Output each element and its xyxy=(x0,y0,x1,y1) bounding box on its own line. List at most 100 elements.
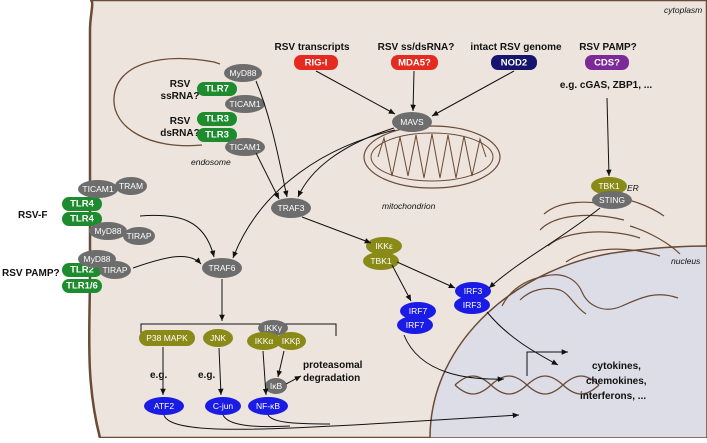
ikkg-oval xyxy=(258,320,288,336)
traf3-label: TRAF3 xyxy=(278,203,305,213)
myd88-endo-oval xyxy=(224,64,262,82)
rsv-transcripts-label: RSV transcripts xyxy=(274,42,349,53)
cjun-oval xyxy=(205,397,241,415)
traf3-oval xyxy=(271,198,311,218)
mavs-oval xyxy=(392,112,432,132)
p38-pill xyxy=(139,330,195,346)
tlr4b-label: TLR4 xyxy=(70,214,94,225)
rig-i-pill xyxy=(294,55,338,70)
tlr3b-label: TLR3 xyxy=(205,130,229,141)
rsv-f-label: RSV-F xyxy=(18,210,47,221)
ticam1-a-label: TICAM1 xyxy=(229,99,260,109)
er-label: ER xyxy=(627,183,639,193)
mitochondrion-label: mitochondrion xyxy=(382,201,436,211)
tlr4b-pill xyxy=(62,212,102,226)
mda5-label: MDA5? xyxy=(398,58,431,69)
ikkg-label: IKKγ xyxy=(264,323,283,333)
rsv-ssrna-label-2: ssRNA? xyxy=(161,91,200,102)
nucleus xyxy=(429,245,707,439)
ticam1-a-oval xyxy=(225,95,265,113)
branch-bracket xyxy=(140,323,337,336)
rsv-pamp-label: RSV PAMP? xyxy=(2,268,60,279)
eg-1: e.g. xyxy=(150,370,167,381)
output-chemokines: chemokines, xyxy=(586,376,647,387)
tlr3a-pill xyxy=(197,112,237,126)
tirap-tlr4-label: TIRAP xyxy=(126,231,151,241)
tlr16-label: TLR1/6 xyxy=(66,281,98,292)
tbk1-er-oval xyxy=(591,177,627,195)
tlr3b-pill xyxy=(197,128,237,142)
cjun-label: C-jun xyxy=(213,401,234,411)
atf2-label: ATF2 xyxy=(154,401,174,411)
nucleus-label: nucleus xyxy=(671,256,701,266)
cytoplasm-label: cytoplasm xyxy=(664,5,702,15)
tbk1-label: TBK1 xyxy=(370,256,392,266)
p38-label: P38 MAPK xyxy=(146,333,188,343)
dna-helix xyxy=(454,375,600,395)
irf3-a-oval xyxy=(455,282,491,300)
mavs-label: MAVS xyxy=(400,117,424,127)
tlr7-pill xyxy=(197,82,237,96)
ikb-oval xyxy=(265,378,287,394)
traf6-label: TRAF6 xyxy=(209,263,236,273)
irf3-b-label: IRF3 xyxy=(463,300,482,310)
traf6-oval xyxy=(202,258,242,278)
cds-pill xyxy=(585,55,629,70)
endoplasmic-reticulum xyxy=(501,195,681,315)
irf7-a-label: IRF7 xyxy=(409,306,428,316)
ikb-label: IκB xyxy=(270,381,283,391)
ticam1-b-label: TICAM1 xyxy=(229,142,260,152)
rsv-dsrna-label-2: dsRNA? xyxy=(160,128,199,139)
cgas-examples-label: e.g. cGAS, ZBP1, ... xyxy=(560,80,652,91)
tlr16-pill xyxy=(62,279,102,293)
rsv-ss-dsrna-label: RSV ss/dsRNA? xyxy=(378,42,455,53)
irf3-b-oval xyxy=(454,296,490,314)
cds-label: CDS? xyxy=(594,58,620,69)
myd88-tlr2-label: MyD88 xyxy=(84,254,111,264)
tbk1-oval xyxy=(363,252,399,270)
tlr4a-label: TLR4 xyxy=(70,199,94,210)
tirap-tlr4-oval xyxy=(123,227,155,245)
jnk-label: JNK xyxy=(210,333,226,343)
irf7-b-oval xyxy=(397,316,433,334)
ikkb-oval xyxy=(276,332,306,350)
myd88-tlr4-oval xyxy=(89,222,127,240)
tlr4a-pill xyxy=(62,197,102,211)
tlr2-label: TLR2 xyxy=(70,265,94,276)
tram-label: TRAM xyxy=(119,181,143,191)
ticam1-pm-label: TICAM1 xyxy=(82,184,113,194)
irf7-b-label: IRF7 xyxy=(406,320,425,330)
ikka-label: IKKα xyxy=(255,336,274,346)
rsv-ssrna-label: RSV xyxy=(170,79,191,90)
tram-oval xyxy=(115,177,147,195)
rsv-pamp-top-label: RSV PAMP? xyxy=(579,42,637,53)
rsv-dsrna-label: RSV xyxy=(170,116,191,127)
ikkb-label: IKKβ xyxy=(282,336,301,346)
ticam1-b-oval xyxy=(225,138,265,156)
tlr7-label: TLR7 xyxy=(205,84,229,95)
mitochondrion xyxy=(363,125,501,189)
nod2-label: NOD2 xyxy=(501,58,527,69)
sting-oval xyxy=(592,191,632,209)
jnk-oval xyxy=(203,329,233,347)
degradation-label: degradation xyxy=(303,373,360,384)
myd88-tlr4-label: MyD88 xyxy=(95,226,122,236)
tlr3a-label: TLR3 xyxy=(205,114,229,125)
ikke-oval xyxy=(366,237,402,255)
output-cytokines: cytokines, xyxy=(592,361,641,372)
nfkb-label: NF-κB xyxy=(256,401,280,411)
irf7-a-oval xyxy=(400,302,436,320)
endosome-label: endosome xyxy=(191,157,231,167)
ikka-oval xyxy=(247,332,281,350)
endosome xyxy=(113,57,221,147)
proteasomal-label: proteasomal xyxy=(303,360,363,371)
eg-2: e.g. xyxy=(198,370,215,381)
tbk1-er-label: TBK1 xyxy=(598,181,620,191)
sting-label: STING xyxy=(599,195,625,205)
rig-i-label: RIG-I xyxy=(305,58,328,69)
signaling-arrows xyxy=(132,70,612,430)
tirap-tlr2-oval xyxy=(99,261,131,279)
irf3-a-label: IRF3 xyxy=(464,286,483,296)
